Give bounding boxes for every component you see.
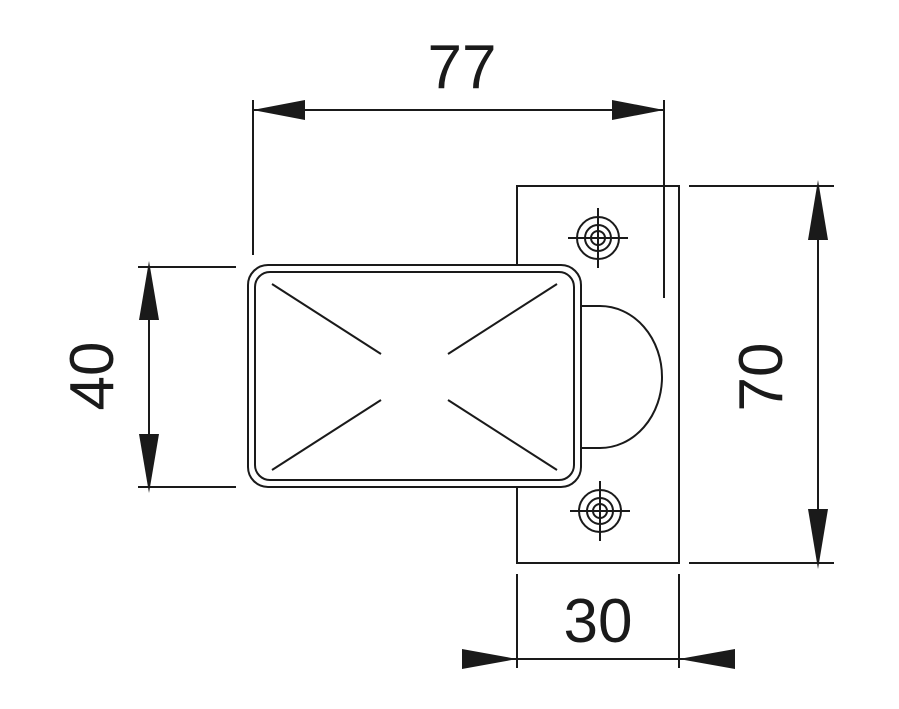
- latch-body: [247, 264, 582, 488]
- dimension-plate-height: 70: [689, 180, 834, 569]
- dimension-label-overall-width: 77: [428, 33, 497, 102]
- dimension-overall-width: 77: [252, 33, 665, 298]
- screw-hole-bottom: [570, 481, 630, 541]
- dimension-label-plate-height: 70: [727, 343, 796, 412]
- dimension-label-body-height: 40: [58, 342, 127, 411]
- latch-bolt: [580, 305, 663, 449]
- dimension-body-height: 40: [58, 261, 236, 493]
- mounting-plate: [516, 185, 680, 564]
- dimension-plate-width: 30: [462, 574, 735, 669]
- dimension-label-plate-width: 30: [564, 587, 633, 656]
- screw-hole-top: [568, 208, 628, 268]
